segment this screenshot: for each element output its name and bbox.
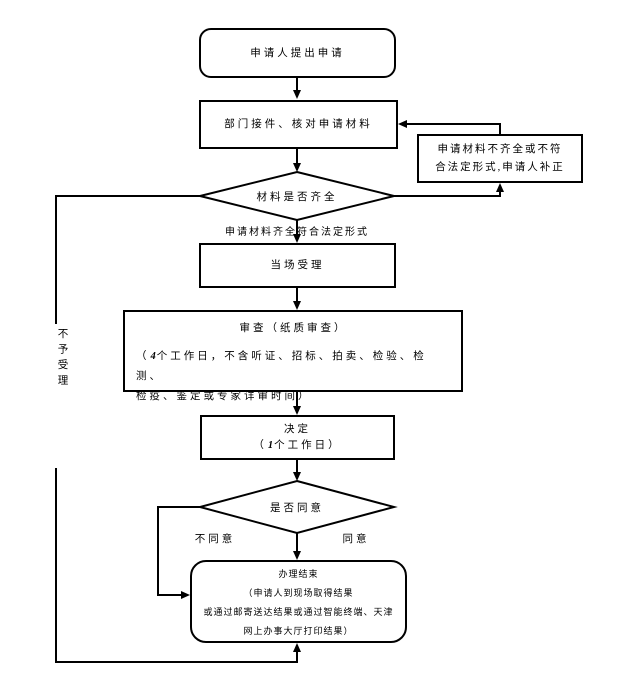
supplement-node: 申请材料不齐全或不符 合法定形式,申请人补正 [417, 134, 583, 183]
arrowhead-right-icon [181, 591, 190, 599]
receive-node: 部门接件、核对申请材料 [199, 100, 398, 149]
arrowhead-down-icon [293, 472, 301, 481]
receive-node-label: 部门接件、核对申请材料 [224, 119, 373, 130]
disagree-edge-label: 不同意 [194, 534, 236, 545]
accept-node: 当场受理 [199, 243, 396, 288]
materials-check-diamond [199, 170, 395, 222]
finish-node-line2: （申请人到现场取得结果 [243, 587, 354, 598]
materials-ok-label: 申请材料齐全符合法定形式 [225, 227, 369, 238]
arrowhead-left-icon [398, 120, 407, 128]
finish-node-line1: 办理结束 [278, 568, 319, 579]
review-note-days: 4 [150, 351, 156, 362]
edge-reject-lower [55, 468, 298, 663]
finish-node-line3: 或通过邮寄送达结果或通过智能终端、天津 [203, 606, 394, 617]
edge-disagree-finish [157, 506, 200, 596]
agree-check-diamond [196, 479, 398, 535]
decision-paren: （ [253, 439, 267, 451]
agree-check-label: 是否同意 [270, 503, 324, 514]
decision-days: 1 [267, 439, 274, 451]
review-node-note: （4个工作日，不含听证、招标、拍卖、检验、检测、 检疫、鉴定或专家详审时间） [136, 347, 451, 407]
accept-node-label: 当场受理 [270, 260, 325, 271]
edge-check-supplement [394, 192, 501, 197]
edge-reject-upper [55, 195, 200, 325]
arrowhead-up-icon [496, 183, 504, 192]
arrowhead-down-icon [293, 234, 301, 243]
arrowhead-down-icon [293, 90, 301, 99]
edge-supplement-receive [407, 123, 501, 134]
review-note-line2: 检疫、鉴定或专家详审时间） [136, 391, 312, 402]
arrowhead-down-icon [293, 163, 301, 172]
decision-paren-rest: 个工作日） [274, 439, 342, 451]
arrowheads [181, 90, 504, 652]
start-node-label: 申请人提出申请 [250, 47, 345, 59]
review-note-line1: 个工作日，不含听证、招标、拍卖、检验、检测、 [136, 351, 427, 382]
arrowhead-up-icon [293, 643, 301, 652]
finish-node: 办理结束 （申请人到现场取得结果 或通过邮寄送达结果或通过智能终端、天津 网上办… [190, 560, 407, 643]
decision-node-line1: 决定 [284, 423, 311, 435]
materials-check-label: 材料是否齐全 [256, 192, 338, 203]
supplement-node-line2: 合法定形式,申请人补正 [435, 161, 565, 173]
decision-node-line2: （1个工作日） [253, 438, 341, 454]
arrowhead-down-icon [293, 406, 301, 415]
arrowhead-down-icon [293, 301, 301, 310]
agree-edge-label: 同意 [342, 534, 370, 545]
decision-node: 决定 （1个工作日） [200, 415, 395, 460]
start-node: 申请人提出申请 [199, 28, 396, 78]
reject-edge-label: 不予受理 [48, 324, 76, 466]
arrowhead-down-icon [293, 551, 301, 560]
review-node-title: 审查（纸质审查） [239, 323, 348, 334]
finish-node-line4: 网上办事大厅打印结果） [243, 625, 354, 636]
supplement-node-line1: 申请材料不齐全或不符 [437, 143, 563, 155]
review-node: 审查（纸质审查） （4个工作日，不含听证、招标、拍卖、检验、检测、 检疫、鉴定或… [123, 310, 463, 402]
review-note-paren: （ [136, 351, 150, 362]
